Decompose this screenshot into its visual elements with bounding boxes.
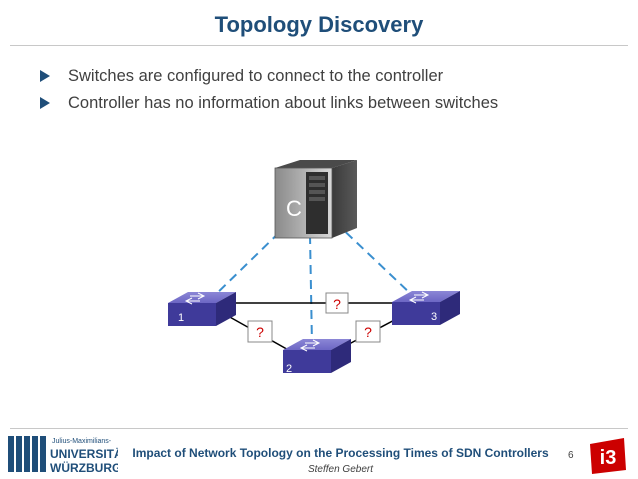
footer-title: Impact of Network Topology on the Proces… — [132, 446, 549, 460]
footer-author: Steffen Gebert — [307, 464, 374, 475]
controller-server-icon — [274, 160, 357, 239]
logo-line-1: Julius-Maximilians- — [52, 438, 112, 445]
switch-label-2: 2 — [286, 363, 292, 375]
page-number: 6 — [568, 450, 574, 461]
controller-link-2 — [309, 234, 313, 346]
bullet-item: Controller has no information about link… — [40, 93, 498, 113]
logo-line-3: WÜRZBURG — [50, 460, 118, 475]
triangle-bullet-icon — [40, 97, 50, 109]
switch-label-3: 3 — [431, 311, 437, 323]
switch-icon-1 — [168, 292, 236, 326]
unknown-link-marker-left-text: ? — [256, 324, 264, 340]
i3-logo-icon: i3 — [590, 438, 626, 474]
i3-logo-text: i3 — [600, 447, 617, 469]
footer-divider — [10, 428, 628, 429]
bullet-text: Switches are configured to connect to th… — [68, 67, 444, 85]
bullet-text: Controller has no information about link… — [68, 94, 499, 112]
unknown-link-marker-top: ? — [325, 292, 349, 314]
logo-line-2: UNIVERSITÄT — [50, 446, 118, 461]
switch-icon-3 — [392, 291, 460, 325]
unknown-link-marker-right: ? — [355, 320, 381, 343]
unknown-link-marker-left: ? — [247, 320, 273, 343]
unknown-link-marker-top-text: ? — [333, 296, 341, 312]
switch-label-1: 1 — [178, 312, 184, 324]
switch-icon-2 — [283, 339, 351, 373]
bullet-list: Switches are configured to connect to th… — [40, 66, 498, 120]
triangle-bullet-icon — [40, 70, 50, 82]
bullet-item: Switches are configured to connect to th… — [40, 66, 498, 86]
slide-title: Topology Discovery — [214, 12, 424, 37]
university-logo: Julius-Maximilians- UNIVERSITÄT WÜRZBURG — [8, 436, 118, 475]
controller-link-3 — [334, 221, 413, 296]
unknown-link-marker-right-text: ? — [364, 324, 372, 340]
topology-diagram: C 1 2 3 ? — [168, 160, 460, 375]
controller-label: C — [286, 196, 302, 221]
title-divider — [10, 45, 628, 46]
